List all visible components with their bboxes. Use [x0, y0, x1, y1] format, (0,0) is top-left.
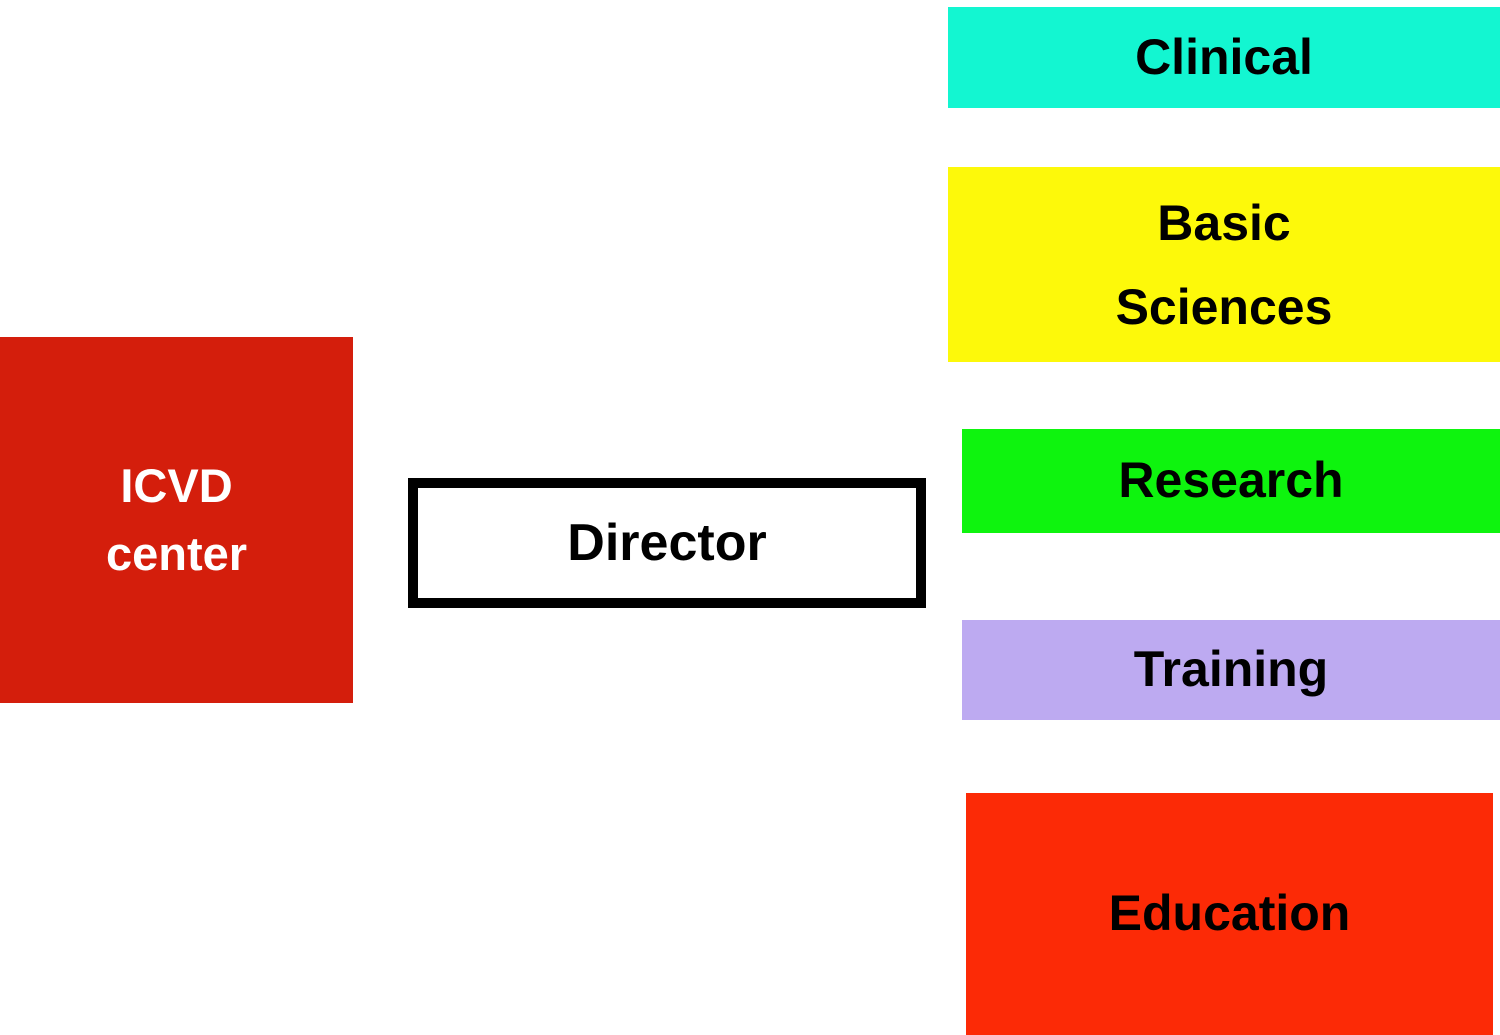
icvd-label-line1: ICVD: [120, 458, 233, 512]
node-icvd-center: ICVD center: [0, 337, 353, 703]
basic-sciences-label-line1: Basic: [1157, 194, 1291, 251]
node-clinical: Clinical: [948, 7, 1500, 108]
node-director: Director: [408, 478, 926, 608]
node-basic-sciences: Basic Sciences: [948, 167, 1500, 362]
icvd-label-line2: center: [105, 527, 248, 580]
clinical-label: Clinical: [1135, 28, 1313, 85]
node-training: Training: [962, 620, 1500, 720]
node-research: Research: [962, 429, 1500, 533]
training-label: Training: [1133, 641, 1329, 698]
director-label: Director: [567, 513, 767, 572]
node-education: Education: [966, 793, 1493, 1035]
basic-sciences-label-line2: Sciences: [1115, 278, 1333, 335]
research-label: Research: [1118, 452, 1344, 509]
education-label: Education: [1108, 885, 1351, 942]
